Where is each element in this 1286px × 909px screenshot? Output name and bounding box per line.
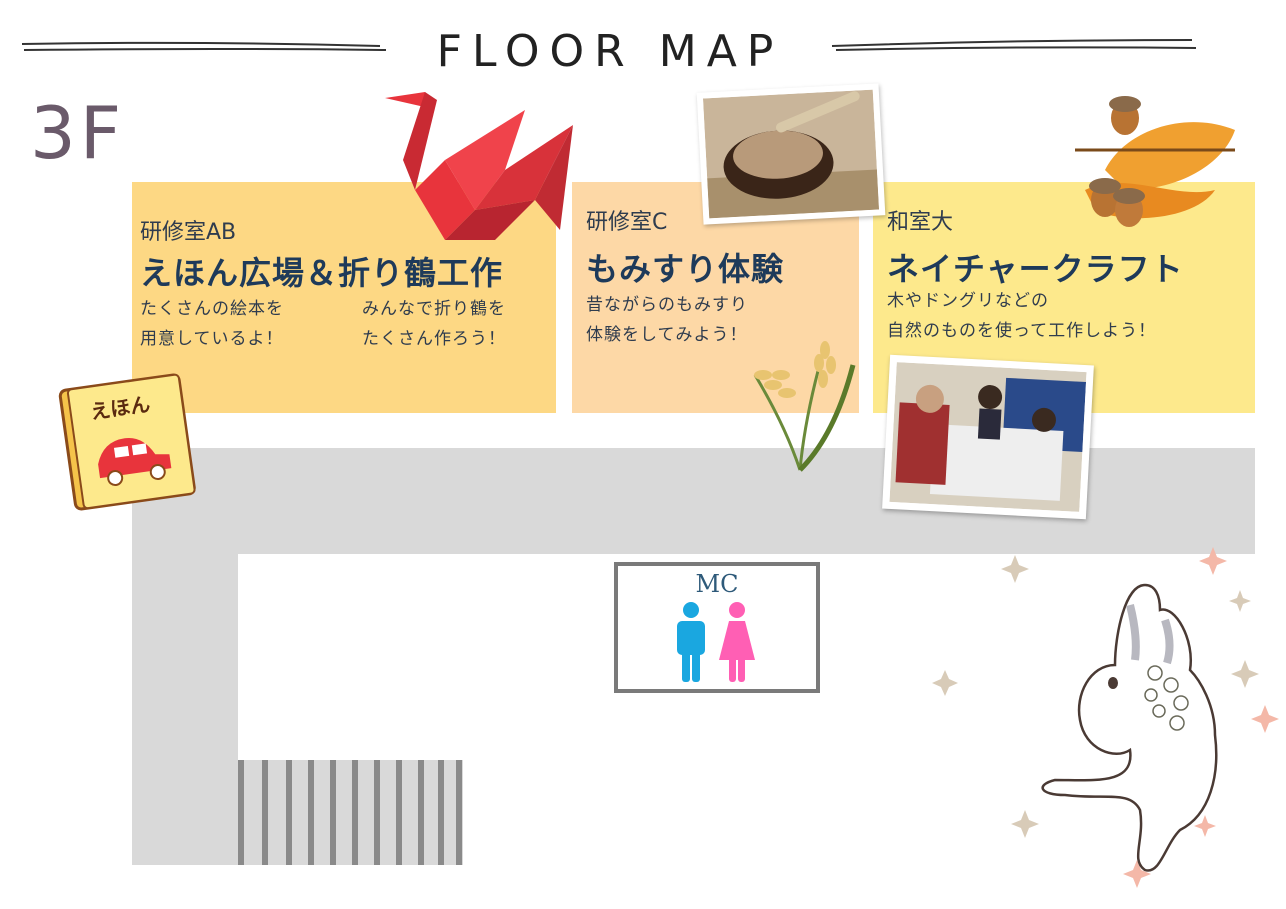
room-ab-name: 研修室AB [140,220,237,245]
header-line-left [21,41,387,51]
room-washitsu-desc: 木やドングリなどの 自然のものを使って工作しよう！ [887,291,1157,341]
room-ab-desc-left: たくさんの絵本を 用意しているよ！ [140,299,284,349]
room-c[interactable]: 研修室C もみすり体験 昔ながらのもみすり 体験をしてみよう！ [572,182,859,413]
rabbit-illustration [932,547,1279,888]
male-icon [677,602,705,682]
restroom-label: MC [695,570,739,598]
room-c-name: 研修室C [586,210,668,235]
origami-crane-icon [385,92,573,240]
page-title: FLOOR MAP [436,26,784,77]
room-washitsu-name: 和室大 [887,210,954,235]
header-line-right [831,39,1197,51]
restroom[interactable]: MC [614,562,820,693]
stairs [238,760,463,865]
picture-book-icon [58,373,196,511]
female-icon [719,602,755,682]
floor-label: 3F [30,91,126,175]
mortar-photo [696,83,886,225]
room-ab-desc-right: みんなで折り鶴を たくさん作ろう！ [362,299,506,349]
room-ab-title: えほん広場＆折り鶴工作 [140,254,504,292]
room-c-desc: 昔ながらのもみすり 体験をしてみよう！ [586,295,748,345]
room-washitsu-title: ネイチャークラフト [887,250,1184,288]
nature-craft-photo [882,354,1094,520]
room-c-title: もみすり体験 [586,250,785,288]
rice-stalk-icon [753,341,856,472]
oak-leaf-acorn-icon [1075,96,1235,227]
